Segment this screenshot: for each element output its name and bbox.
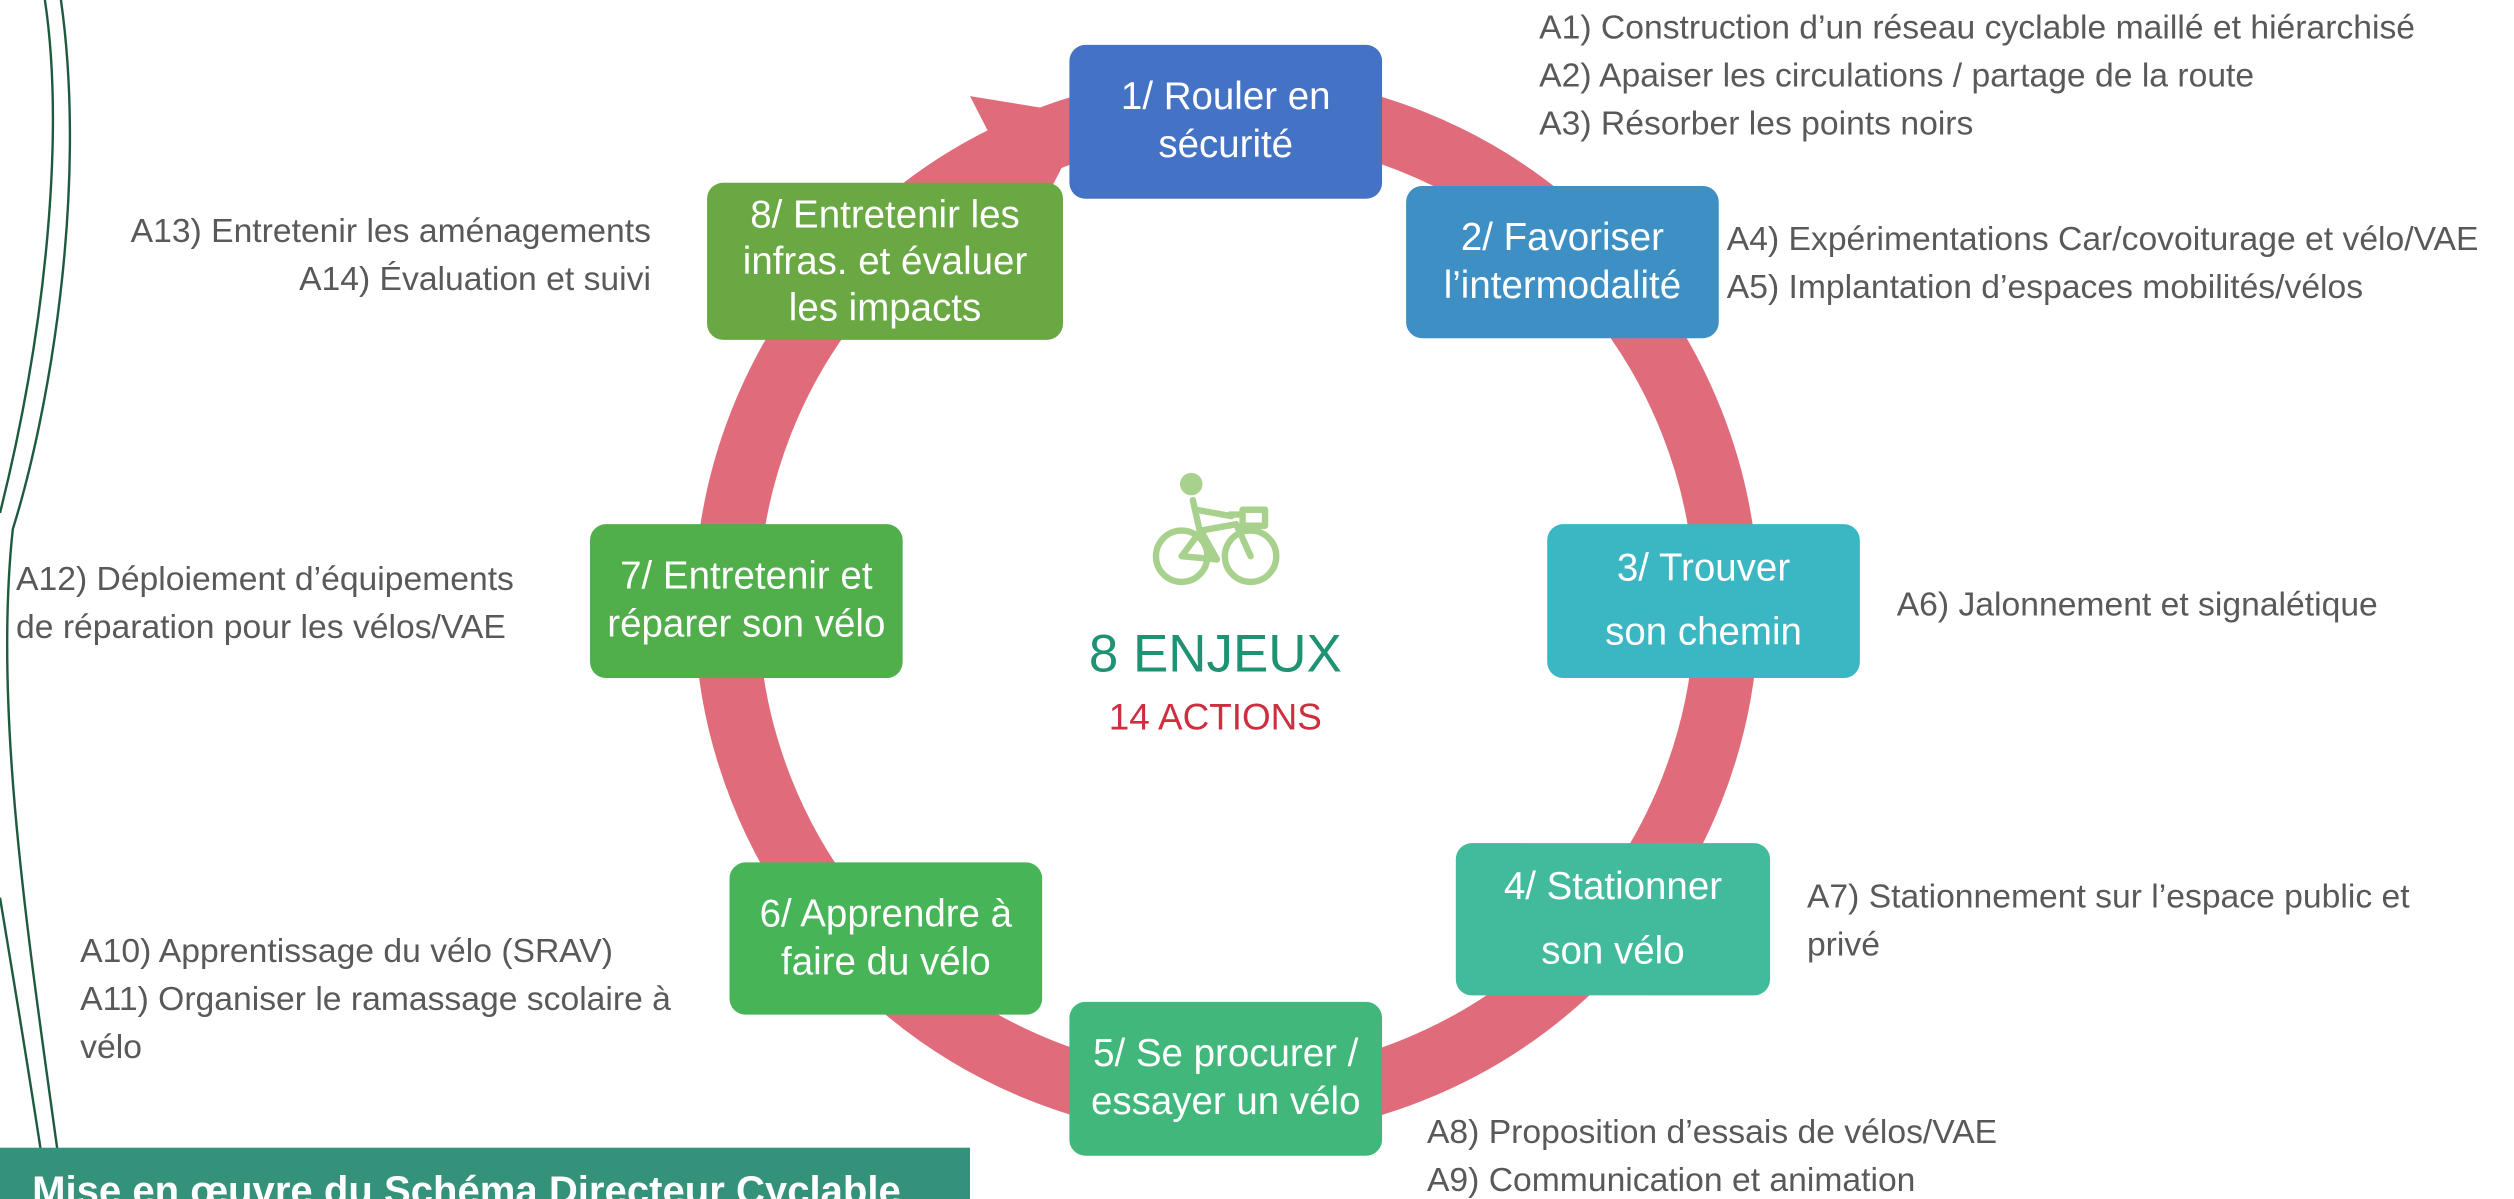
front-wheel — [1221, 527, 1280, 586]
action-list-enjeu-4: A7) Stationnement sur l’espace public et… — [1807, 874, 2410, 970]
enjeu-label-line: réparer son vélo — [607, 602, 886, 646]
action-line: A12) Déploiement d’équipements — [16, 561, 514, 598]
action-line: A11) Organiser le ramassage scolaire à — [80, 980, 671, 1018]
enjeu-label-line: 4/ Stationner — [1503, 864, 1723, 909]
enjeu-box-1: 1/ Rouler en sécurité — [1069, 44, 1383, 199]
decor-line — [5, 0, 72, 1199]
enjeu-box-3: 3/ Trouver son chemin — [1547, 524, 1860, 679]
enjeu-box-8: 8/ Entretenir les infras. et évaluer les… — [707, 182, 1064, 340]
enjeu-label-line: essayer un vélo — [1090, 1080, 1361, 1124]
enjeu-label-line: son chemin — [1605, 610, 1802, 654]
action-line: A8) Proposition d’essais de vélos/VAE — [1426, 1114, 1998, 1151]
enjeu-label-line: faire du vélo — [781, 940, 991, 984]
action-line: A5) Implantation d’espaces mobilités/vél… — [1726, 269, 2364, 307]
enjeu-label-line: 6/ Apprendre à — [759, 892, 1013, 936]
enjeu-label-line: l’intermodalité — [1443, 263, 1682, 307]
center-subtitle: 14 ACTIONS — [1108, 695, 1322, 738]
action-line: vélo — [80, 1029, 142, 1066]
action-line: privé — [1806, 926, 1880, 964]
enjeu-label-line: 1/ Rouler en — [1120, 75, 1331, 119]
enjeu-box-7: 7/ Entretenir et réparer son vélo — [590, 524, 903, 679]
enjeu-label-line: 3/ Trouver — [1616, 546, 1791, 590]
cyclist-icon — [1152, 472, 1280, 586]
enjeu-label-line: 5/ Se procurer / — [1093, 1032, 1359, 1076]
action-line: A1) Construction d’un réseau cyclable ma… — [1539, 9, 2416, 47]
enjeu-label-line: 8/ Entretenir les — [750, 193, 1020, 237]
action-list-enjeu-2: A4) Expérimentations Car/covoiturage et … — [1727, 216, 2479, 312]
rider-head — [1180, 472, 1203, 496]
enjeu-label-line: sécurité — [1158, 123, 1294, 167]
center-title: 8 ENJEUX — [1088, 623, 1342, 683]
action-line: A6) Jalonnement et signalétique — [1896, 586, 2378, 624]
action-line: A13) Entretenir les aménagements — [130, 213, 651, 251]
footer-banner-text: Mise en œuvre du Schéma Directeur Cyclab… — [32, 1168, 901, 1199]
action-line: A2) Apaiser les circulations / partage d… — [1539, 57, 2255, 95]
action-line: A3) Résorber les points noirs — [1539, 105, 1974, 143]
footer-banner: Mise en œuvre du Schéma Directeur Cyclab… — [0, 1147, 971, 1199]
enjeu-box-2: 2/ Favoriser l’intermodalité — [1406, 185, 1719, 339]
decor-line — [0, 0, 55, 514]
enjeu-label-line: 2/ Favoriser — [1460, 215, 1664, 259]
enjeu-box-6: 6/ Apprendre à faire du vélo — [729, 862, 1043, 1015]
basket — [1239, 506, 1269, 529]
action-line: A4) Expérimentations Car/covoiturage et … — [1726, 221, 2479, 259]
bike-fork — [1197, 520, 1254, 560]
action-list-enjeu-5: A8) Proposition d’essais de vélos/VAE A9… — [1427, 1109, 1997, 1199]
action-list-enjeu-6: A10) Apprentissage du vélo (SRAV) A11) O… — [80, 928, 671, 1072]
cycle-arrowhead — [970, 96, 1089, 222]
enjeu-box-5: 5/ Se procurer / essayer un vélo — [1069, 1001, 1383, 1156]
action-line: A10) Apprentissage du vélo (SRAV) — [80, 932, 613, 970]
action-list-enjeu-7: A12) Déploiement d’équipements de répara… — [16, 556, 514, 652]
enjeu-box-4: 4/ Stationner son vélo — [1455, 843, 1771, 996]
rider-arm — [1192, 506, 1235, 520]
enjeu-label-line: infras. et évaluer — [742, 239, 1028, 283]
enjeu-label-line: 7/ Entretenir et — [620, 554, 873, 598]
enjeu-label-line: les impacts — [788, 286, 982, 330]
action-line: de réparation pour les vélos/VAE — [16, 609, 506, 646]
action-line: A9) Communication et animation — [1426, 1162, 1916, 1199]
action-list-enjeu-8: A13) Entretenir les aménagements A14) Év… — [64, 208, 651, 304]
action-list-enjeu-3: A6) Jalonnement et signalétique — [1897, 582, 2378, 630]
action-line: A7) Stationnement sur l’espace public et — [1806, 878, 2410, 916]
action-list-enjeu-1: A1) Construction d’un réseau cyclable ma… — [1539, 5, 2415, 149]
enjeu-label-line: son vélo — [1541, 928, 1685, 973]
action-line: A14) Évaluation et suivi — [299, 261, 651, 299]
